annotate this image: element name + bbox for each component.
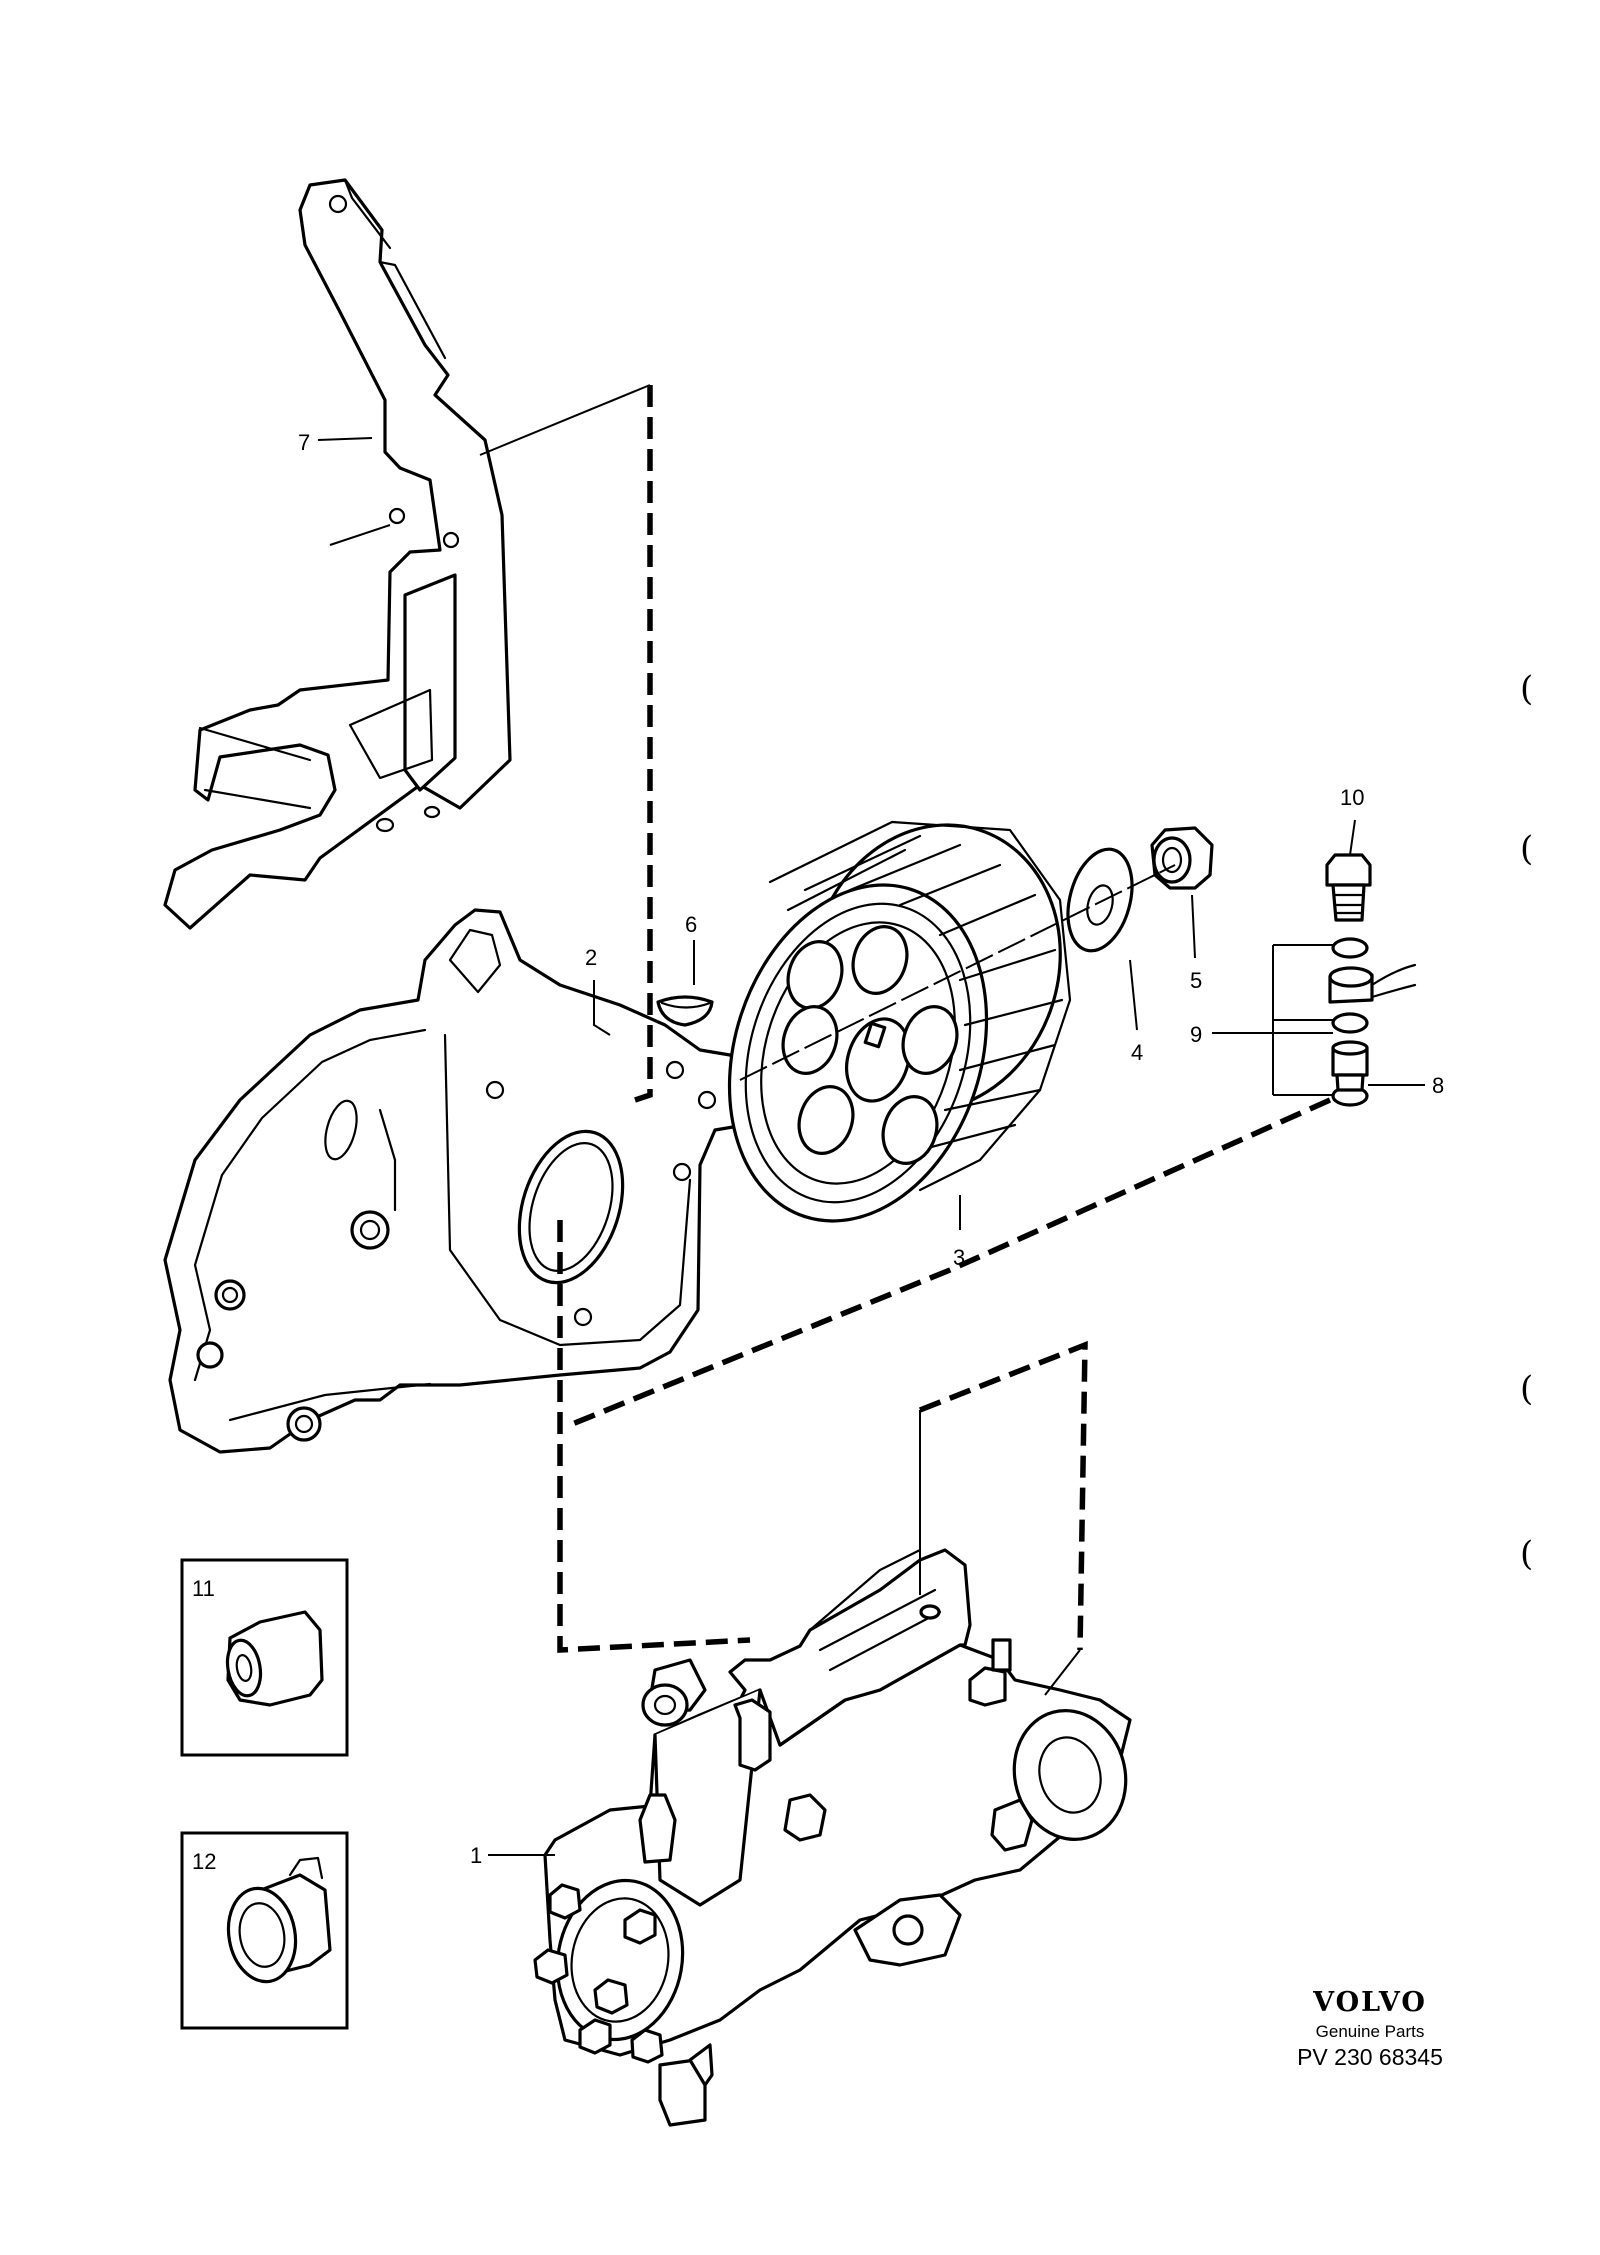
margin-mark: ( — [1520, 829, 1533, 869]
callout-12: 12 — [192, 1849, 216, 1874]
callout-4: 4 — [1131, 1040, 1143, 1065]
part-8-hollow-screw — [1331, 1040, 1369, 1092]
part-banjo-fitting — [1328, 963, 1417, 1004]
margin-mark: ( — [1520, 1534, 1533, 1574]
part-5-nut — [1150, 826, 1214, 890]
brand-block: VOLVO Genuine Parts PV 230 68345 — [1240, 1987, 1500, 2071]
part-6-key — [656, 995, 714, 1027]
assembly-lines — [479, 384, 1332, 1696]
callout-3: 3 — [953, 1245, 965, 1270]
margin-mark: ( — [1520, 669, 1533, 709]
margin-mark: ( — [1520, 1369, 1533, 1409]
callout-8: 8 — [1432, 1073, 1444, 1098]
part-3-sprocket — [727, 820, 1072, 1223]
callout-11: 11 — [192, 1576, 215, 1601]
callout-7: 7 — [298, 430, 310, 455]
callout-6: 6 — [685, 912, 697, 937]
part-10-banjo-bolt — [1325, 853, 1372, 922]
part-1-injection-pump — [533, 1548, 1132, 2127]
part-7-bracket — [163, 178, 512, 930]
volvo-logo: VOLVO — [1313, 1987, 1427, 2018]
part-11-inset — [180, 1558, 349, 1757]
leader-lines — [317, 437, 1425, 1856]
callout-1: 1 — [470, 1843, 482, 1868]
callout-5: 5 — [1190, 968, 1202, 993]
callout-10: 10 — [1340, 785, 1364, 810]
callout-2: 2 — [585, 945, 597, 970]
part-12-inset — [180, 1831, 349, 2030]
brand-subtitle: Genuine Parts — [1315, 2022, 1425, 2041]
part-2-mounting-bracket — [163, 908, 762, 1454]
diagram-code: PV 230 68345 — [1297, 2044, 1443, 2070]
callout-9: 9 — [1190, 1022, 1202, 1047]
part-4-washer — [1066, 847, 1134, 953]
